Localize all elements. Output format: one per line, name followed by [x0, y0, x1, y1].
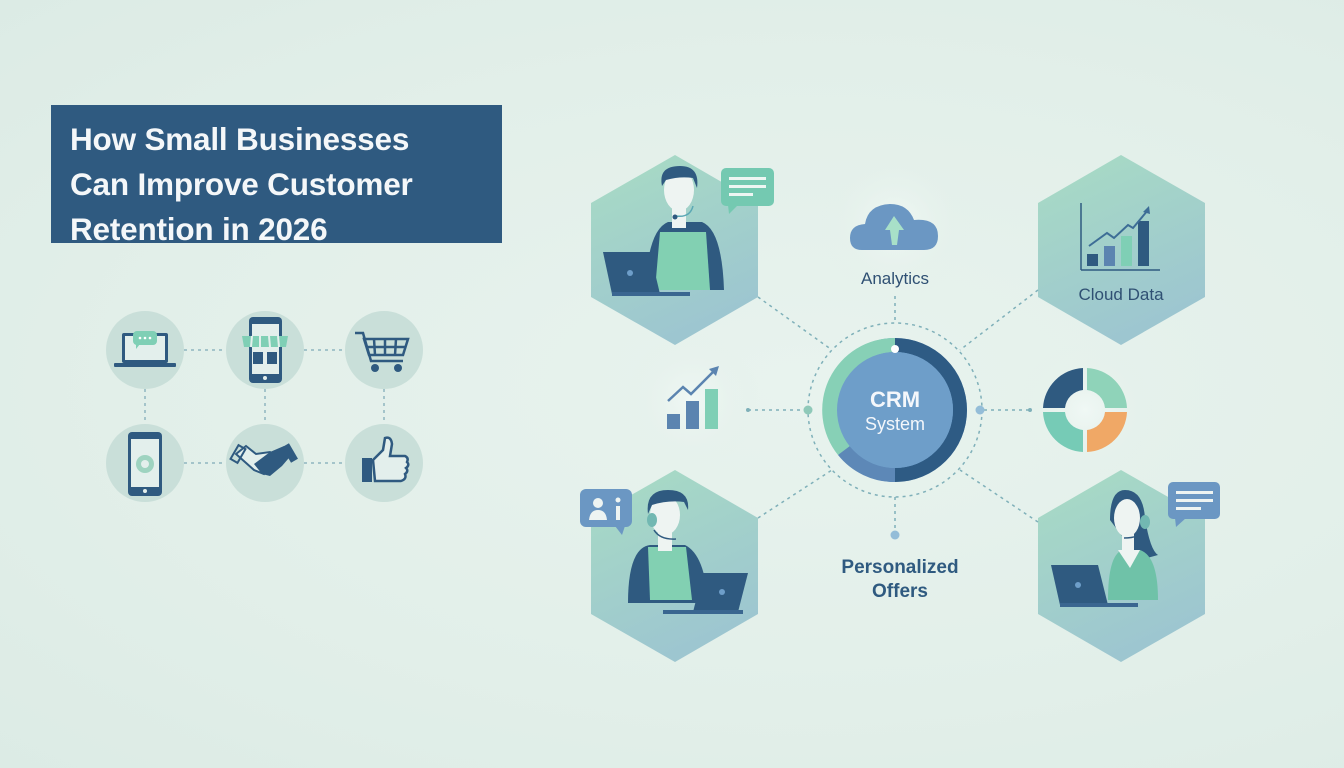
handshake-icon	[229, 443, 298, 476]
mobile-storefront-tile	[226, 311, 304, 389]
laptop-chat-tile	[106, 311, 184, 389]
title-line-1: How Small Businesses	[70, 121, 410, 157]
crm-title: CRM	[869, 387, 921, 412]
cloud-upload-icon	[850, 204, 938, 250]
support-agent-icon-top-left	[603, 166, 724, 296]
mobile-settings-icon	[128, 432, 162, 496]
shopping-cart-tile	[345, 311, 423, 389]
contact-info-bubble-icon	[580, 489, 632, 535]
thumbs-up-icon	[362, 436, 410, 483]
analytics-label: Analytics	[860, 269, 930, 288]
chat-bubble-icon-top-left	[721, 168, 774, 214]
support-agent-female-icon	[1051, 490, 1158, 607]
title-banner: How Small Businesses Can Improve Custome…	[51, 105, 502, 247]
bar-chart-growth-icon	[1080, 203, 1160, 271]
laptop-chat-icon	[114, 331, 176, 367]
support-agent-icon-bottom-left	[628, 490, 748, 614]
crm-ring	[822, 337, 967, 483]
handshake-tile	[226, 424, 304, 502]
thumbs-up-tile	[345, 424, 423, 502]
title-line-3: Retention in 2026	[70, 211, 328, 247]
chat-bubble-icon-bottom-right	[1168, 482, 1220, 527]
growth-chart-icon	[667, 366, 719, 429]
personalized-offers-label-line2: Offers	[872, 581, 928, 602]
personalized-offers-label-line1: Personalized	[841, 557, 959, 578]
donut-chart-icon	[1043, 368, 1127, 452]
cloud-data-label: Cloud Data	[1078, 285, 1164, 304]
crm-subtitle: System	[864, 414, 925, 434]
mobile-storefront-icon	[242, 317, 288, 383]
mobile-settings-tile	[106, 424, 184, 502]
title-line-2: Can Improve Customer	[70, 166, 413, 202]
shopping-cart-icon	[355, 331, 410, 372]
